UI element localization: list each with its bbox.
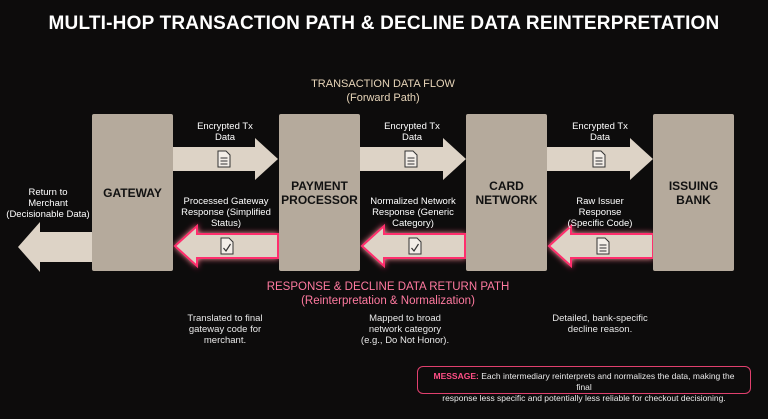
caption-line: Encrypted Tx: [197, 121, 253, 132]
note-line: Detailed, bank-specific: [552, 313, 648, 324]
note-issuer: Detailed, bank-specific decline reason.: [535, 313, 665, 335]
caption-line: Category): [392, 218, 434, 229]
forward-path-label: TRANSACTION DATA FLOW (Forward Path): [268, 77, 498, 105]
note-gateway: Translated to final gateway code for mer…: [165, 313, 285, 346]
node-label: GATEWAY: [103, 185, 162, 200]
caption-line: Raw Issuer: [576, 196, 624, 207]
caption-line: (Specific Code): [567, 218, 633, 229]
note-line: merchant.: [203, 335, 247, 346]
node-gateway: GATEWAY: [92, 114, 173, 271]
document-icon: [592, 150, 606, 168]
caption-line: Status): [210, 218, 242, 229]
node-label: PROCESSOR: [281, 192, 358, 207]
note-line: network category: [368, 324, 442, 335]
note-line: gateway code for: [188, 324, 262, 335]
caption-line: Data: [214, 132, 236, 143]
note-line: (e.g., Do Not Honor).: [360, 335, 450, 346]
return-caption-3: Raw Issuer Response (Specific Code): [550, 196, 650, 229]
document-icon: [217, 150, 231, 168]
document-icon: [404, 150, 418, 168]
checked-document-icon: [220, 237, 234, 255]
return-caption-2: Normalized Network Response (Generic Cat…: [363, 196, 463, 229]
forward-caption-2: Encrypted Tx Data: [367, 121, 457, 143]
caption-line: Merchant: [28, 198, 68, 209]
forward-path-title: TRANSACTION DATA FLOW: [311, 78, 455, 90]
document-icon: [596, 237, 610, 255]
caption-line: Data: [401, 132, 423, 143]
return-arrow-merchant: [18, 222, 92, 272]
caption-line: Encrypted Tx: [572, 121, 628, 132]
note-line: Translated to final: [187, 313, 263, 324]
forward-path-subtitle: (Forward Path): [346, 92, 420, 104]
merchant-label: Return to Merchant (Decisionable Data): [0, 187, 96, 220]
forward-caption-3: Encrypted Tx Data: [555, 121, 645, 143]
return-path-title: RESPONSE & DECLINE DATA RETURN PATH: [266, 281, 510, 293]
note-network: Mapped to broad network category (e.g., …: [340, 313, 470, 346]
caption-line: Return to: [28, 187, 68, 198]
message-line-1: Each intermediary reinterprets and norma…: [478, 371, 735, 392]
caption-line: Response: [578, 207, 622, 218]
node-label: CARD: [489, 178, 524, 193]
message-line-2: response less specific and potentially l…: [442, 393, 726, 403]
caption-line: Data: [589, 132, 611, 143]
message-box: MESSAGE: Each intermediary reinterprets …: [417, 366, 751, 403]
caption-line: Response (Simplified: [181, 207, 271, 218]
caption-line: Normalized Network: [370, 196, 456, 207]
forward-caption-1: Encrypted Tx Data: [180, 121, 270, 143]
message-key: MESSAGE:: [433, 371, 479, 381]
note-line: Mapped to broad: [369, 313, 441, 324]
page-title: MULTI-HOP TRANSACTION PATH & DECLINE DAT…: [48, 13, 720, 34]
return-path-label: RESPONSE & DECLINE DATA RETURN PATH (Rei…: [258, 280, 518, 308]
caption-line: Processed Gateway: [183, 196, 269, 207]
return-path-subtitle: (Reinterpretation & Normalization): [301, 295, 475, 307]
node-label: ISSUING: [668, 178, 719, 193]
node-label: NETWORK: [475, 192, 538, 207]
caption-line: Encrypted Tx: [384, 121, 440, 132]
node-label: BANK: [676, 192, 711, 207]
caption-line: (Decisionable Data): [6, 209, 90, 220]
return-caption-1: Processed Gateway Response (Simplified S…: [176, 196, 276, 229]
node-label: PAYMENT: [291, 178, 348, 193]
caption-line: Response (Generic: [372, 207, 454, 218]
checked-document-icon: [408, 237, 422, 255]
note-line: decline reason.: [567, 324, 633, 335]
